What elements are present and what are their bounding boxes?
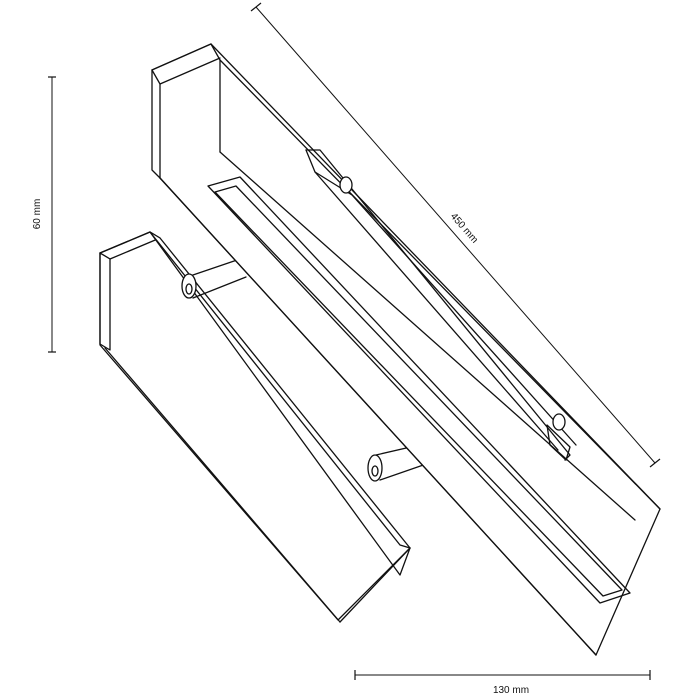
dimension-length bbox=[250, 2, 661, 468]
connector-rod-upper bbox=[181, 258, 247, 299]
dimension-height bbox=[48, 76, 56, 353]
wall-mount-block bbox=[99, 231, 411, 623]
length-label: 450 mm bbox=[448, 211, 480, 245]
rear-rail bbox=[305, 149, 577, 461]
dimension-depth bbox=[354, 670, 651, 680]
led-diffuser bbox=[207, 176, 631, 604]
height-label: 60 mm bbox=[32, 199, 43, 230]
depth-label: 130 mm bbox=[493, 685, 529, 696]
light-bar-body bbox=[151, 43, 661, 656]
